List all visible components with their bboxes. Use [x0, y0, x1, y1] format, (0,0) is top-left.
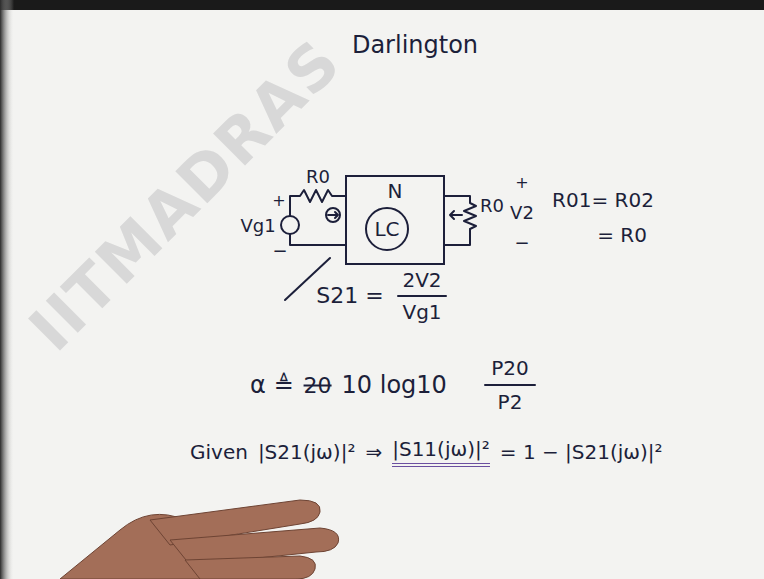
fraction-line — [398, 295, 446, 297]
port-arrow — [328, 212, 338, 218]
resistor-symbol — [290, 190, 345, 216]
equation-text-holder: R01= R02 — [552, 188, 654, 212]
struck-text-holder: 20 — [304, 373, 332, 398]
polarity-sign-holder: − — [272, 240, 287, 261]
resistor-label-holder: R0 — [480, 195, 504, 216]
fraction-numerator-holder: 2V2 — [402, 268, 441, 292]
equation-text-holder: 10 log10 — [342, 371, 447, 399]
fraction-denominator-holder: P2 — [498, 390, 523, 414]
hand-finger — [185, 556, 315, 579]
fraction-numerator: 2V2 — [402, 268, 441, 292]
resistor-label: R0 — [480, 195, 504, 216]
fraction-denominator-holder: Vg1 — [402, 300, 441, 324]
lc-circle: LC — [365, 207, 409, 251]
equation-text: = 1 − |S21(jω)|² — [500, 440, 663, 464]
wire — [290, 234, 345, 245]
struck-text: 20 — [304, 373, 332, 398]
fraction-denominator: Vg1 — [402, 300, 441, 324]
source-voltage-label: Vg1 — [240, 215, 275, 236]
equation-text-holder: = 1 − |S21(jω)|² — [500, 440, 663, 464]
equation-text-holder: = R0 — [597, 223, 647, 247]
fraction-numerator: P20 — [491, 356, 529, 380]
polarity-sign-holder: + — [272, 191, 285, 210]
equation-text: 10 log10 — [342, 371, 447, 399]
equation-text: R01= R02 — [552, 188, 654, 212]
equation-text-holder: α ≜ — [250, 371, 294, 399]
board-edge — [0, 0, 764, 10]
hand-illustration — [60, 500, 339, 579]
equation-text: |S21(jω)|² — [258, 440, 356, 464]
underlined-term: |S11(jω)|² — [392, 437, 490, 467]
polarity-sign: + — [272, 191, 285, 210]
resistor-label-holder: R0 — [306, 166, 330, 187]
equation-text-holder: ⇒ — [365, 440, 382, 464]
port-symbol — [326, 208, 340, 222]
voltage-label-holder: V2 — [510, 202, 534, 223]
fraction-denominator: P2 — [498, 390, 523, 414]
title-holder: Darlington — [352, 31, 478, 59]
resistor-symbol — [445, 196, 476, 245]
voltage-label: V2 — [510, 202, 534, 223]
watermark-holder: IITMADRAS — [0, 159, 389, 232]
network-box: N LC — [345, 175, 445, 265]
polarity-sign: + — [515, 173, 528, 192]
equation-text-holder: Given — [190, 440, 248, 464]
node-label: N — [347, 180, 443, 202]
polarity-sign: − — [514, 232, 529, 253]
voltage-source-symbol — [281, 216, 299, 234]
underlined-term-holder: |S11(jω)|² — [392, 437, 490, 467]
equation-text-holder: |S21(jω)|² — [258, 440, 356, 464]
node-label: LC — [365, 218, 409, 240]
fraction-line — [485, 384, 535, 386]
equation-text: Given — [190, 440, 248, 464]
circle-outline-shape — [366, 208, 408, 250]
watermark: IITMADRAS — [15, 25, 355, 365]
equation-text: ⇒ — [365, 440, 382, 464]
polarity-sign-holder: − — [514, 232, 529, 253]
fraction-numerator-holder: P20 — [491, 356, 529, 380]
polarity-sign-holder: + — [515, 173, 528, 192]
port-arrow — [450, 211, 462, 219]
source-voltage-label-holder: Vg1 — [240, 215, 275, 236]
title: Darlington — [352, 31, 478, 59]
equation-text: = R0 — [597, 223, 647, 247]
equation-text-holder: S21 = — [316, 283, 383, 308]
equation-text: α ≜ — [250, 371, 294, 399]
resistor-label: R0 — [306, 166, 330, 187]
board-shadow — [0, 0, 14, 579]
polarity-sign: − — [272, 240, 287, 261]
equation-text: S21 = — [316, 283, 383, 308]
